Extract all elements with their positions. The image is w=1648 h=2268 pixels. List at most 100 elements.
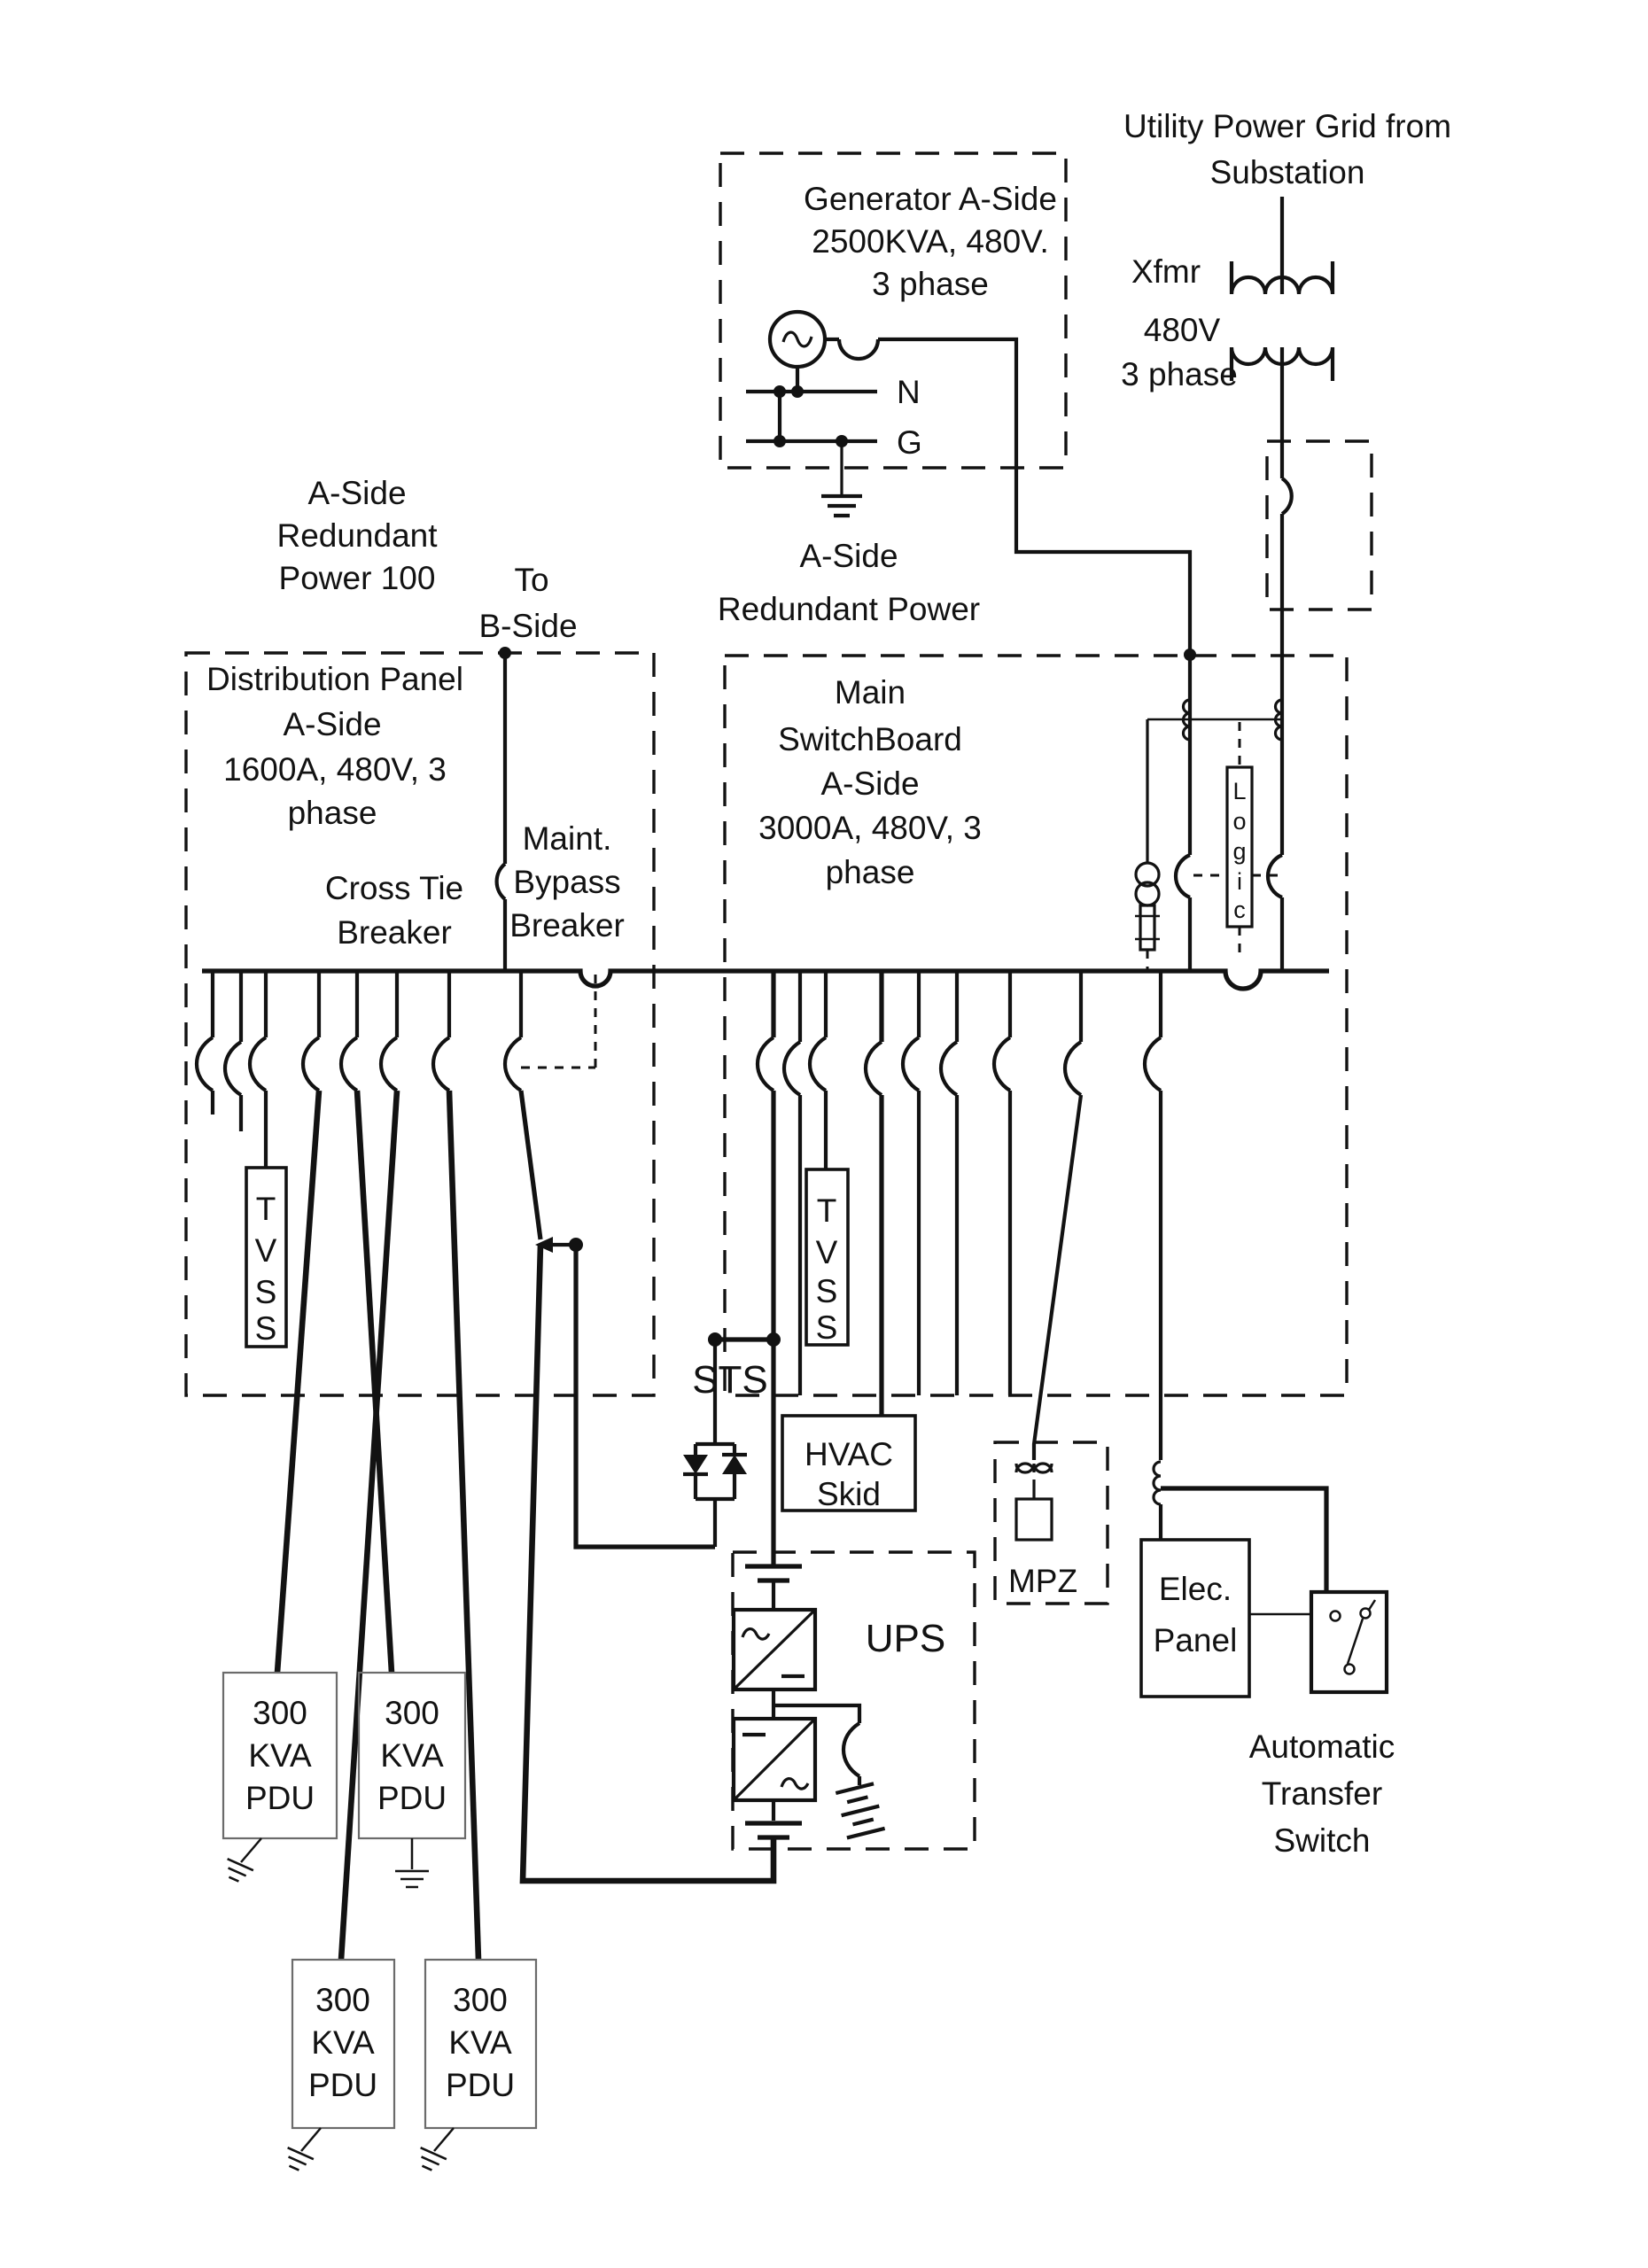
pdu4-label: 300 KVA PDU (446, 1982, 515, 2103)
utility-source-line1: Utility Power Grid from (1123, 108, 1451, 144)
svg-text:Panel: Panel (1154, 1622, 1238, 1658)
svg-text:Main: Main (835, 674, 906, 711)
breaker-arc (194, 1036, 214, 1092)
svg-text:Xfmr: Xfmr (1131, 253, 1201, 290)
pdu2-label: 300 KVA PDU (377, 1695, 447, 1816)
junction-dot (791, 385, 804, 398)
svg-text:Cross Tie: Cross Tie (325, 870, 463, 906)
svg-text:V: V (255, 1232, 277, 1269)
generator-sine-icon (781, 330, 813, 348)
svg-text:Switch: Switch (1274, 1822, 1371, 1859)
neutral-label: N (897, 374, 921, 410)
earth-ground-icon (227, 1858, 254, 1883)
ats-contact-icon (1329, 1610, 1341, 1622)
battery-breaker-arc (841, 1721, 861, 1778)
ups-enclosure (731, 1550, 976, 1851)
ats-blade-icon (1346, 1618, 1364, 1665)
breaker-arc (502, 1036, 523, 1092)
svg-text:A-Side: A-Side (820, 765, 919, 802)
mpz-enclosure (993, 1441, 1109, 1605)
svg-text:KVA: KVA (448, 2024, 512, 2061)
logic-label: L o g i c (1232, 778, 1246, 923)
svg-text:480V: 480V (1144, 312, 1221, 348)
sts-static-switch (683, 1332, 781, 1547)
ups-system (731, 1564, 886, 1840)
ats-box (1309, 1589, 1389, 1695)
svg-text:Redundant Power: Redundant Power (718, 591, 980, 627)
svg-text:L: L (1232, 778, 1246, 804)
pdu3-label: 300 KVA PDU (308, 1982, 377, 2103)
svg-text:i: i (1237, 868, 1242, 895)
main-switchboard-label: Main SwitchBoard A-Side 3000A, 480V, 3 p… (758, 674, 982, 890)
metering-and-logic (1134, 718, 1282, 971)
breaker-arc (1062, 1040, 1083, 1097)
svg-text:phase: phase (826, 854, 915, 890)
pdu-boxes (222, 1671, 538, 2171)
svg-text:V: V (816, 1234, 838, 1270)
breaker-arc (938, 1040, 959, 1097)
utility-source-label: Utility Power Grid from Substation (1123, 108, 1451, 190)
svg-text:A-Side: A-Side (307, 475, 406, 511)
tvss-center-label: T V S S (816, 1192, 838, 1346)
diode-up-icon (722, 1455, 747, 1474)
elec-panel-box (1139, 1538, 1251, 1698)
breaker-arc (807, 1036, 828, 1092)
breaker-arc (247, 1036, 268, 1092)
svg-text:A-Side: A-Side (283, 706, 381, 742)
svg-text:phase: phase (288, 795, 377, 831)
breaker-arc (755, 1036, 775, 1092)
xfmr-label: Xfmr 480V 3 phase (1121, 253, 1238, 392)
earth-ground-icon (821, 493, 862, 518)
ats-feeder (1161, 1486, 1329, 1592)
pdu1-ground-stem (240, 1837, 262, 1863)
svg-text:Transfer: Transfer (1262, 1775, 1382, 1812)
breaker-arc (1142, 1036, 1162, 1092)
svg-text:1600A, 480V, 3: 1600A, 480V, 3 (223, 751, 447, 788)
main-bus-line (202, 968, 1329, 991)
tvss-left-box (245, 1166, 288, 1348)
pdu3-box (291, 1958, 396, 2130)
generator-branch (746, 309, 1196, 971)
pt-coil-icon (1134, 861, 1161, 888)
utility-source-line2: Substation (1210, 154, 1365, 190)
breaker-arc (863, 1040, 883, 1097)
svg-text:PDU: PDU (377, 1780, 447, 1816)
utility-breaker-enclosure (1265, 439, 1373, 611)
svg-text:Breaker: Breaker (337, 914, 452, 951)
svg-text:T: T (256, 1191, 276, 1227)
svg-text:300: 300 (253, 1695, 307, 1731)
generator-enclosure (719, 151, 1068, 470)
ats-contact-icon (1359, 1607, 1372, 1619)
automatic-transfer-switch-label: Automatic Transfer Switch (1249, 1728, 1395, 1859)
svg-text:S: S (255, 1310, 277, 1347)
generator-label: Generator A-Side 2500KVA, 480V. 3 phase (804, 181, 1057, 302)
svg-text:PDU: PDU (308, 2067, 377, 2103)
sts-source-junction (519, 1237, 777, 1884)
sts-loop-wiring (693, 1441, 737, 1547)
svg-text:3 phase: 3 phase (872, 266, 989, 302)
utility-main-breaker (1265, 853, 1283, 899)
ups-label: UPS (866, 1617, 945, 1660)
ups-input-connector (745, 1564, 802, 1583)
svg-text:Bypass: Bypass (513, 864, 620, 900)
breaker-arc (378, 1036, 399, 1092)
gen-main-breaker (1173, 853, 1191, 899)
svg-text:KVA: KVA (380, 1737, 444, 1774)
mpz-xfmr-primary-icon (1014, 1463, 1053, 1474)
mpz-load (1014, 1462, 1053, 1542)
utility-feed (1229, 197, 1335, 971)
junction-dot (766, 1332, 781, 1347)
battery-icon (835, 1782, 886, 1840)
svg-text:Elec.: Elec. (1159, 1571, 1232, 1607)
junction-dot (773, 435, 786, 447)
earth-ground-icon (395, 1869, 429, 1889)
svg-text:Breaker: Breaker (509, 907, 625, 944)
inverter-diagonal (732, 1717, 817, 1802)
elec-panel-label: Elec. Panel (1154, 1571, 1238, 1658)
mpz-xfmr-secondary-icon (1014, 1462, 1053, 1473)
earth-ground-icon (287, 2147, 315, 2171)
ups-output-loop (519, 1244, 777, 1884)
svg-text:Distribution Panel: Distribution Panel (206, 661, 463, 697)
svg-text:300: 300 (315, 1982, 370, 2018)
pdu3-ground-stem (300, 2127, 322, 2152)
